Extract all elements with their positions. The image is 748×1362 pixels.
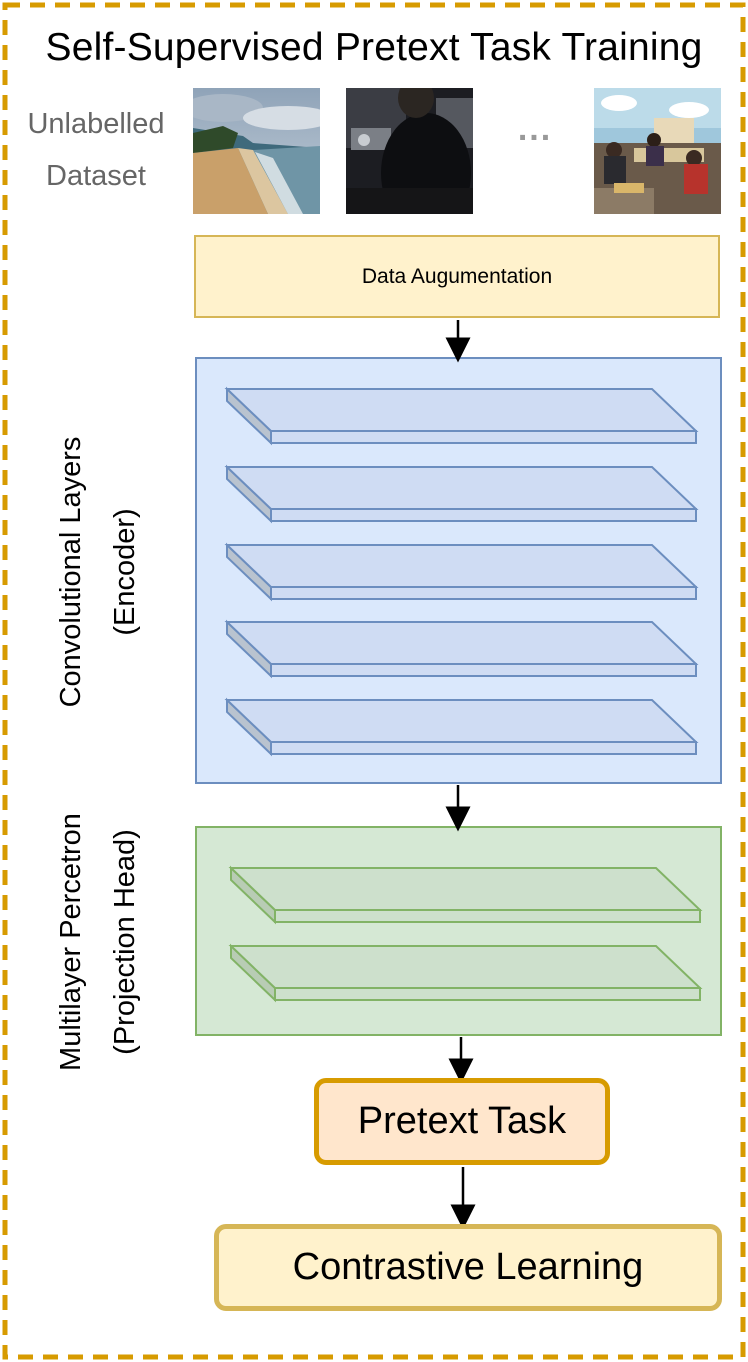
data-augmentation-box: Data Augumentation: [194, 235, 720, 318]
pretext-task-box: Pretext Task: [314, 1078, 610, 1165]
encoder-layer-2: [224, 466, 699, 510]
projection-layer-2: [228, 945, 703, 989]
projection-layer-2-front: [274, 987, 701, 1001]
encoder-layers: [224, 386, 699, 757]
more-images-ellipsis: ...: [517, 110, 553, 148]
encoder-layer-5-front: [270, 741, 697, 755]
encoder-layer-4-front: [270, 663, 697, 677]
contrastive-learning-box: Contrastive Learning: [214, 1224, 722, 1311]
encoder-layer-5: [224, 699, 699, 743]
dataset-image-beach: [193, 88, 320, 214]
encoder-layer-2-front: [270, 508, 697, 522]
encoder-layer-3-front: [270, 586, 697, 600]
unlabelled-dataset-label: Unlabelled Dataset: [10, 98, 182, 202]
encoder-layer-4: [224, 621, 699, 665]
encoder-layer-1-front: [270, 430, 697, 444]
dataset-image-crowd: [346, 88, 473, 214]
dataset-image-classroom: [594, 88, 721, 214]
projection-layers: [228, 865, 703, 1003]
encoder-layer-3: [224, 544, 699, 588]
diagram-title: Self-Supervised Pretext Task Training: [45, 26, 703, 69]
dataset-label-line2: Dataset: [46, 160, 146, 192]
projection-layer-1: [228, 867, 703, 911]
dataset-label-line1: Unlabelled: [27, 108, 165, 140]
projection-layer-1-front: [274, 909, 701, 923]
encoder-layer-1: [224, 388, 699, 432]
